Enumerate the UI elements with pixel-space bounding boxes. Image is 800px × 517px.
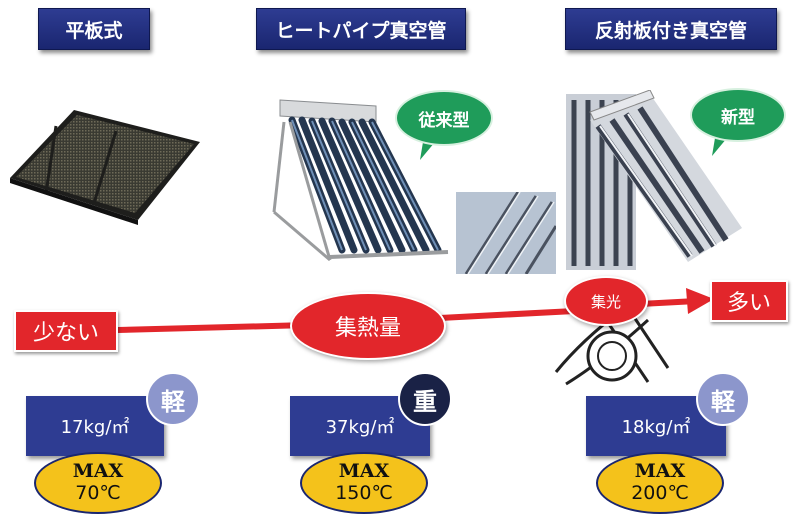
speech-bubble-new: 新型 bbox=[690, 88, 786, 142]
heat-pipe-collector-image bbox=[272, 99, 449, 262]
weight-badge-flat-label: 軽 bbox=[161, 387, 185, 416]
concentration-ellipse: 集光 bbox=[564, 276, 648, 326]
header-flat-plate-label: 平板式 bbox=[65, 19, 123, 42]
max-temp-flat: 70℃ bbox=[75, 482, 121, 504]
header-heat-pipe: ヒートパイプ真空管 bbox=[256, 8, 466, 50]
reflector-diagram-image bbox=[554, 283, 670, 386]
weight-value-reflector: 18kg/㎡ bbox=[621, 417, 691, 438]
header-flat-plate: 平板式 bbox=[38, 8, 150, 50]
flat-plate-collector-image bbox=[10, 110, 200, 225]
weight-badge-reflector: 軽 bbox=[696, 372, 750, 426]
heat-collection-ellipse: 集熱量 bbox=[290, 292, 446, 360]
tubes-closeup-image bbox=[456, 192, 556, 274]
conventional-label: 従来型 bbox=[418, 110, 470, 131]
arrow-head bbox=[686, 288, 714, 314]
header-heat-pipe-label: ヒートパイプ真空管 bbox=[275, 19, 447, 42]
max-temp-oval-reflector: MAX 200℃ bbox=[596, 452, 724, 514]
weight-badge-flat: 軽 bbox=[146, 372, 200, 426]
reflector-collector-image bbox=[566, 90, 742, 270]
max-label-heat-pipe: MAX bbox=[338, 460, 390, 483]
max-temp-oval-heat-pipe: MAX 150℃ bbox=[300, 452, 428, 514]
high-label: 多い bbox=[726, 291, 771, 316]
concentration-label: 集光 bbox=[590, 292, 621, 311]
heat-collection-label: 集熱量 bbox=[334, 316, 401, 341]
weight-box-flat: 17kg/㎡ bbox=[26, 396, 164, 456]
max-temp-heat-pipe: 150℃ bbox=[335, 482, 393, 504]
max-temp-oval-flat: MAX 70℃ bbox=[34, 452, 162, 514]
low-label-box: 少ない bbox=[14, 310, 118, 352]
arrow-segment-left bbox=[117, 322, 309, 333]
max-temp-reflector: 200℃ bbox=[631, 482, 689, 504]
max-label-reflector: MAX bbox=[634, 460, 686, 483]
new-label: 新型 bbox=[721, 107, 755, 128]
header-reflector-tube-label: 反射板付き真空管 bbox=[594, 19, 747, 42]
high-label-box: 多い bbox=[710, 280, 788, 322]
weight-badge-heat-pipe: 重 bbox=[398, 372, 452, 426]
speech-bubble-conventional: 従来型 bbox=[395, 90, 493, 146]
low-label: 少ない bbox=[32, 321, 99, 346]
weight-value-heat-pipe: 37kg/㎡ bbox=[325, 417, 395, 438]
weight-value-flat: 17kg/㎡ bbox=[60, 417, 130, 438]
weight-badge-heat-pipe-label: 重 bbox=[413, 387, 437, 416]
header-reflector-tube: 反射板付き真空管 bbox=[565, 8, 777, 50]
weight-badge-reflector-label: 軽 bbox=[711, 387, 735, 416]
max-label-flat: MAX bbox=[72, 460, 124, 483]
arrow-segment-middle bbox=[439, 308, 570, 321]
